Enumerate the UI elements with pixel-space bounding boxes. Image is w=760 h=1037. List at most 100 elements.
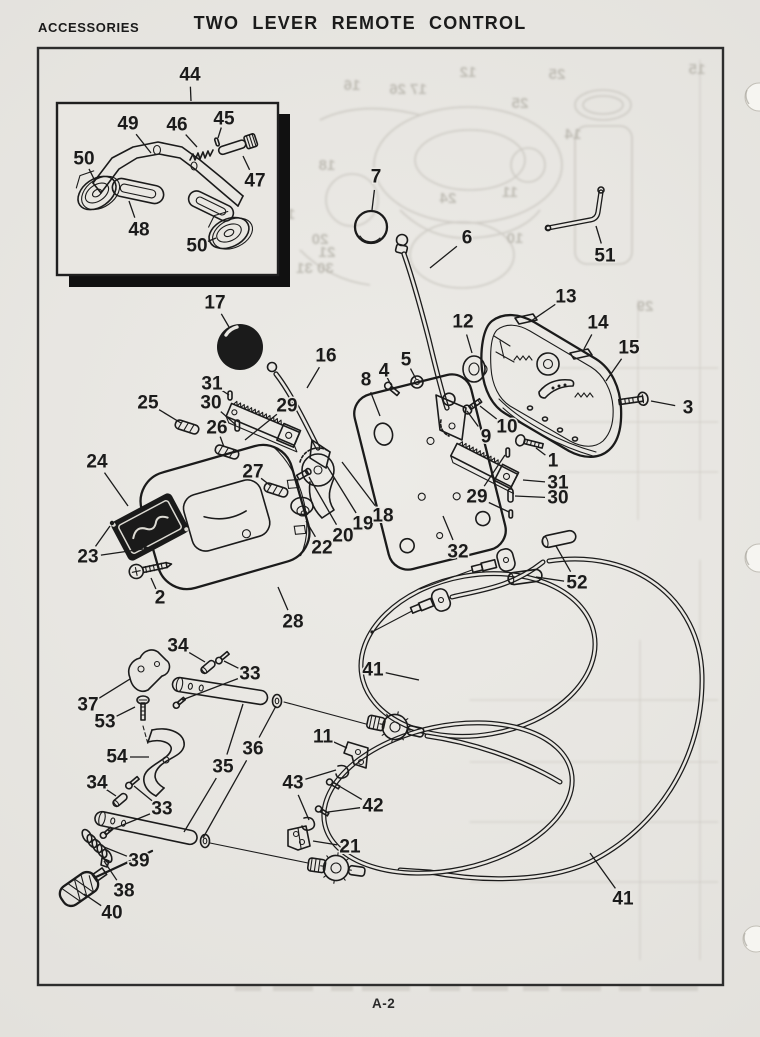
leader-line [98, 678, 131, 699]
leader-line [277, 586, 289, 611]
cable-fitting-upper [470, 558, 498, 574]
ghost-number: 14 [564, 126, 581, 143]
leader-line [371, 189, 376, 211]
clip-43a [335, 764, 350, 779]
latch-37 [127, 649, 171, 693]
leader-line [483, 454, 506, 487]
screw-33b1 [124, 775, 140, 790]
callout-18: 18 [372, 506, 393, 527]
screw-33b2 [99, 826, 114, 840]
callout-39: 39 [128, 851, 149, 872]
callout-42: 42 [362, 796, 383, 817]
bracket-11 [343, 741, 369, 769]
pin-45 [213, 137, 221, 147]
ghost-number: 15 [689, 61, 706, 78]
callout-52: 52 [566, 573, 587, 594]
screw-42a [325, 778, 341, 790]
leader-line [100, 548, 144, 556]
callout-50: 50 [73, 149, 94, 170]
leader-line [158, 409, 182, 424]
leader-line [308, 476, 338, 526]
callout-24: 24 [86, 452, 108, 473]
callout-10: 10 [496, 417, 517, 438]
callout-35: 35 [212, 757, 234, 778]
cable-trunnion-upper [496, 548, 516, 572]
leader-line [479, 405, 498, 420]
leader-line [103, 472, 129, 507]
sleeve-52b [507, 568, 543, 586]
screw-2 [128, 561, 173, 580]
ghost-number: 12 [460, 64, 477, 81]
pin-34b [112, 792, 128, 808]
callout-20: 20 [332, 526, 353, 547]
callout-27: 27 [242, 462, 263, 483]
leader-line [188, 652, 206, 663]
leader-line [220, 313, 230, 328]
leader-line [242, 155, 251, 171]
leader-line [219, 436, 225, 448]
callout-40: 40 [101, 903, 122, 924]
ghost-number: 30 31 [296, 260, 334, 277]
nameplate-24 [111, 493, 189, 561]
callout-48: 48 [128, 220, 149, 241]
callout-54: 54 [106, 747, 128, 768]
diagram-frame [36, 46, 725, 987]
washer-5 [410, 375, 424, 389]
leader-line [306, 366, 320, 389]
callout-17: 17 [204, 293, 225, 314]
callout-9: 9 [481, 427, 492, 448]
clip-38 [100, 857, 110, 868]
leader-line [133, 785, 153, 802]
leader-line [223, 660, 239, 669]
callout-43: 43 [282, 773, 303, 794]
callout-47: 47 [244, 171, 265, 192]
spring-clip-25 [174, 419, 200, 435]
knob-7 [353, 209, 389, 245]
pin-29b [508, 509, 514, 519]
pin-30a [234, 419, 241, 432]
leader-line [181, 677, 239, 701]
screw-3 [617, 391, 649, 407]
callout-36: 36 [242, 739, 263, 760]
callout-6: 6 [462, 228, 473, 249]
core-wire-bottom [209, 842, 309, 864]
callout-33: 33 [239, 664, 260, 685]
leader-line [128, 200, 136, 218]
punch-hole [742, 925, 760, 953]
backplate-32 [353, 373, 507, 571]
leader-line [183, 777, 217, 833]
clamp-bracket-54 [143, 728, 185, 797]
leader-line [83, 893, 102, 907]
ghost-number: 18 [319, 157, 336, 174]
callout-25: 25 [137, 393, 159, 414]
ghost-number: 25 [549, 66, 566, 83]
leader-line [442, 515, 454, 541]
clip-43b [301, 816, 316, 831]
leader-line [650, 400, 676, 407]
screw-42b [314, 805, 330, 817]
leader-line [386, 377, 392, 386]
leader-line [333, 741, 348, 749]
rack-upper-29-30-31 [225, 390, 302, 453]
pin-31a [227, 390, 233, 401]
leader-line [385, 672, 420, 681]
leader-line [305, 520, 316, 538]
callout-29: 29 [466, 487, 487, 508]
callout-16: 16 [315, 346, 336, 367]
callout-1: 1 [548, 451, 559, 472]
leader-line [514, 495, 546, 499]
callout-23: 23 [77, 547, 98, 568]
ghost-number: 11 [502, 184, 518, 201]
pin-31b [505, 447, 511, 458]
ghost-number: 10 [507, 230, 524, 247]
callout-30: 30 [547, 488, 568, 509]
callout-15: 15 [618, 338, 640, 359]
leader-line [244, 413, 278, 441]
shift-lever-6 [394, 233, 467, 441]
spring-clip-27 [263, 482, 289, 498]
connector-mid [366, 711, 425, 743]
